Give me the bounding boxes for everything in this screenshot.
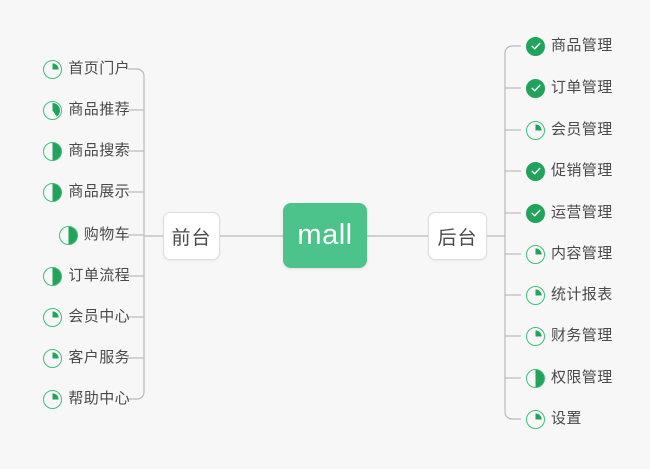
- leaf-label: 商品搜索: [68, 142, 130, 159]
- check-circle-icon: [526, 36, 545, 56]
- pie-wedge: [44, 267, 62, 285]
- check-circle-icon: [526, 78, 545, 98]
- leaf-item-帮助中心[interactable]: 帮助中心: [0, 386, 130, 412]
- leaf-item-财务管理[interactable]: 财务管理: [526, 323, 613, 349]
- branch-node-backend-label: 后台: [437, 227, 478, 249]
- pie-progress-icon: [43, 141, 63, 161]
- pie-wedge: [529, 329, 542, 343]
- leaf-item-权限管理[interactable]: 权限管理: [526, 365, 613, 391]
- leaf-item-客户服务[interactable]: 客户服务: [0, 345, 130, 371]
- pie-progress-icon: [526, 285, 545, 305]
- branch-node-frontend-label: 前台: [171, 227, 212, 249]
- leaf-item-订单管理[interactable]: 订单管理: [526, 75, 613, 101]
- leaf-item-统计报表[interactable]: 统计报表: [526, 282, 613, 308]
- branch-node-frontend[interactable]: 前台: [163, 212, 220, 260]
- leaf-item-内容管理[interactable]: 内容管理: [526, 241, 613, 267]
- pie-progress-icon: [43, 389, 63, 409]
- right-branch-spine: [504, 45, 521, 420]
- leaf-item-商品展示[interactable]: 商品展示: [0, 179, 130, 205]
- pie-progress-icon: [43, 266, 63, 286]
- check-circle-icon: [526, 161, 545, 181]
- leaf-item-商品推荐[interactable]: 商品推荐: [0, 97, 130, 123]
- leaf-item-订单流程[interactable]: 订单流程: [0, 263, 130, 289]
- pie-wedge: [45, 102, 61, 118]
- leaf-label: 权限管理: [551, 369, 613, 386]
- leaf-label: 商品展示: [68, 183, 130, 200]
- leaf-label: 首页门户: [68, 60, 130, 77]
- leaf-item-购物车[interactable]: 购物车: [0, 222, 130, 248]
- leaf-label: 订单管理: [551, 79, 613, 96]
- pie-wedge: [46, 310, 60, 324]
- pie-wedge: [44, 183, 62, 201]
- pie-progress-icon: [43, 182, 63, 202]
- leaf-item-商品管理[interactable]: 商品管理: [526, 33, 613, 59]
- pie-wedge: [59, 226, 77, 244]
- pie-wedge: [44, 142, 62, 160]
- pie-wedge: [46, 62, 60, 76]
- root-node-label: mall: [297, 219, 353, 251]
- pie-progress-icon: [43, 59, 63, 79]
- leaf-item-商品搜索[interactable]: 商品搜索: [0, 138, 130, 164]
- leaf-label: 会员中心: [68, 308, 130, 325]
- leaf-label: 统计报表: [551, 286, 613, 303]
- pie-wedge: [529, 288, 542, 302]
- leaf-item-设置[interactable]: 设置: [526, 406, 582, 432]
- leaf-label: 财务管理: [551, 327, 613, 344]
- pie-progress-icon: [526, 244, 545, 264]
- pie-progress-icon: [526, 326, 545, 346]
- root-node-mall[interactable]: mall: [283, 203, 367, 268]
- left-branch-spine: [128, 68, 145, 400]
- pie-wedge: [529, 247, 542, 261]
- pie-progress-icon: [58, 225, 78, 245]
- pie-wedge: [529, 123, 542, 137]
- pie-progress-icon: [526, 409, 545, 429]
- check-circle-icon: [526, 203, 545, 223]
- pie-wedge: [46, 392, 60, 406]
- leaf-item-会员管理[interactable]: 会员管理: [526, 117, 613, 143]
- pie-progress-icon: [43, 307, 63, 327]
- leaf-label: 运营管理: [551, 204, 613, 221]
- pie-wedge: [526, 369, 545, 387]
- branch-node-backend[interactable]: 后台: [428, 212, 487, 260]
- leaf-item-促销管理[interactable]: 促销管理: [526, 158, 613, 184]
- pie-progress-icon: [43, 100, 63, 120]
- pie-wedge: [529, 412, 542, 426]
- leaf-label: 商品推荐: [68, 101, 130, 118]
- leaf-label: 设置: [551, 410, 582, 427]
- leaf-label: 会员管理: [551, 121, 613, 138]
- pie-progress-icon: [43, 348, 63, 368]
- leaf-item-会员中心[interactable]: 会员中心: [0, 304, 130, 330]
- leaf-label: 订单流程: [68, 267, 130, 284]
- leaf-label: 购物车: [83, 226, 130, 243]
- pie-wedge: [46, 351, 60, 365]
- leaf-item-运营管理[interactable]: 运营管理: [526, 200, 613, 226]
- leaf-label: 客户服务: [68, 349, 130, 366]
- pie-progress-icon: [526, 368, 545, 388]
- pie-progress-icon: [526, 120, 545, 140]
- leaf-label: 内容管理: [551, 245, 613, 262]
- leaf-label: 帮助中心: [68, 390, 130, 407]
- leaf-item-首页门户[interactable]: 首页门户: [0, 56, 130, 82]
- leaf-label: 商品管理: [551, 37, 613, 54]
- leaf-label: 促销管理: [551, 162, 613, 179]
